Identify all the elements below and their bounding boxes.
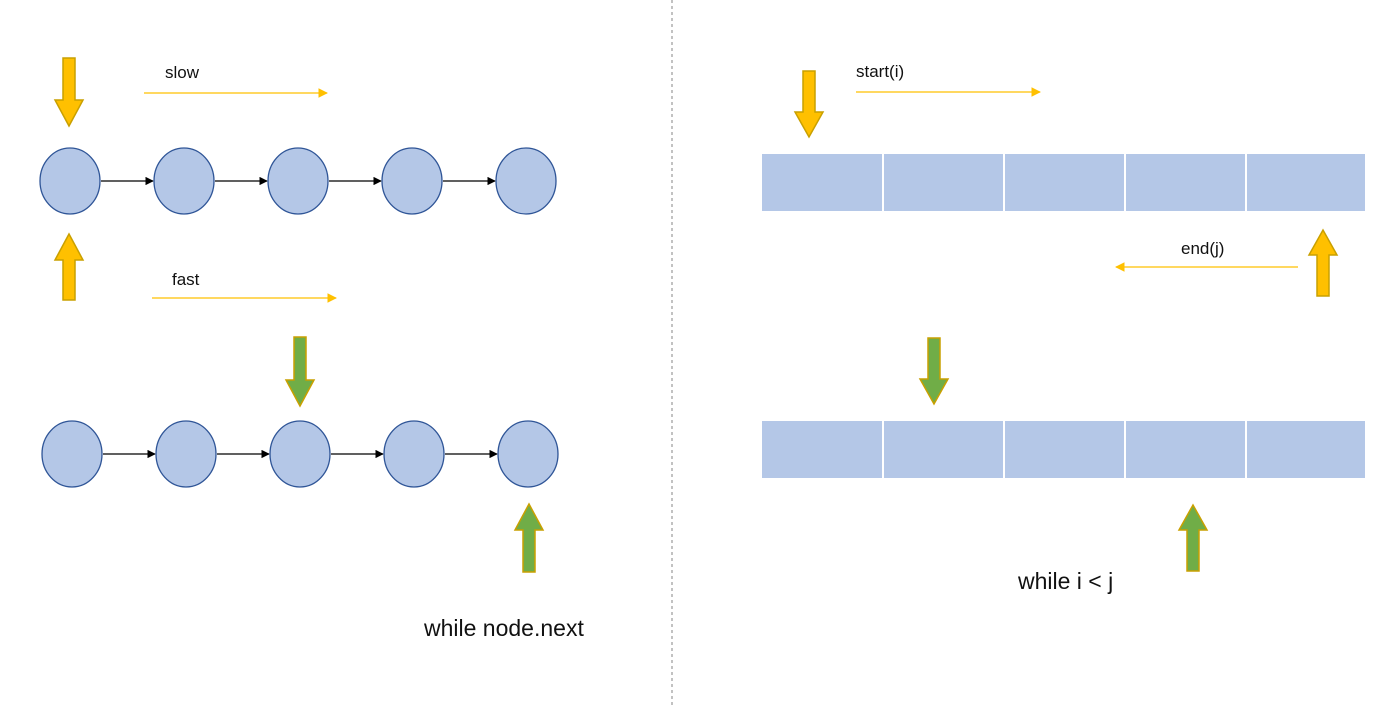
end-label: end(j) — [1181, 239, 1224, 258]
start-label: start(i) — [856, 62, 904, 81]
list-node — [39, 147, 101, 215]
right-condition-text: while i < j — [1017, 568, 1113, 594]
slow-final-arrow — [284, 336, 316, 408]
array-cell — [1247, 154, 1365, 211]
left-panel: slow fast — [39, 57, 584, 641]
slow-label: slow — [165, 63, 200, 82]
list-node — [495, 147, 557, 215]
slow-pointer-arrow — [53, 57, 85, 128]
array-cell — [1247, 421, 1365, 478]
array-cell — [1126, 154, 1245, 211]
array-cell — [1126, 421, 1245, 478]
linked-list-top — [39, 147, 557, 215]
list-node — [381, 147, 443, 215]
list-node — [41, 420, 103, 488]
array-top — [762, 154, 1365, 211]
list-node — [269, 420, 331, 488]
right-panel: start(i) end(j) while i < j — [762, 62, 1365, 594]
list-node — [155, 420, 217, 488]
fast-final-arrow — [513, 502, 545, 573]
linked-list-bottom — [41, 420, 559, 488]
end-final-arrow — [1177, 503, 1209, 572]
array-cell — [884, 154, 1003, 211]
array-cell — [1005, 421, 1124, 478]
list-node — [267, 147, 329, 215]
list-node — [153, 147, 215, 215]
array-cell — [884, 421, 1003, 478]
end-pointer-arrow — [1307, 228, 1339, 297]
start-final-arrow — [918, 337, 950, 406]
array-bottom — [762, 421, 1365, 478]
array-cell — [762, 421, 882, 478]
start-pointer-arrow — [793, 70, 825, 139]
list-node — [383, 420, 445, 488]
array-cell — [1005, 154, 1124, 211]
left-condition-text: while node.next — [423, 615, 584, 641]
list-node — [497, 420, 559, 488]
fast-label: fast — [172, 270, 200, 289]
array-cell — [762, 154, 882, 211]
fast-pointer-arrow — [53, 232, 85, 301]
